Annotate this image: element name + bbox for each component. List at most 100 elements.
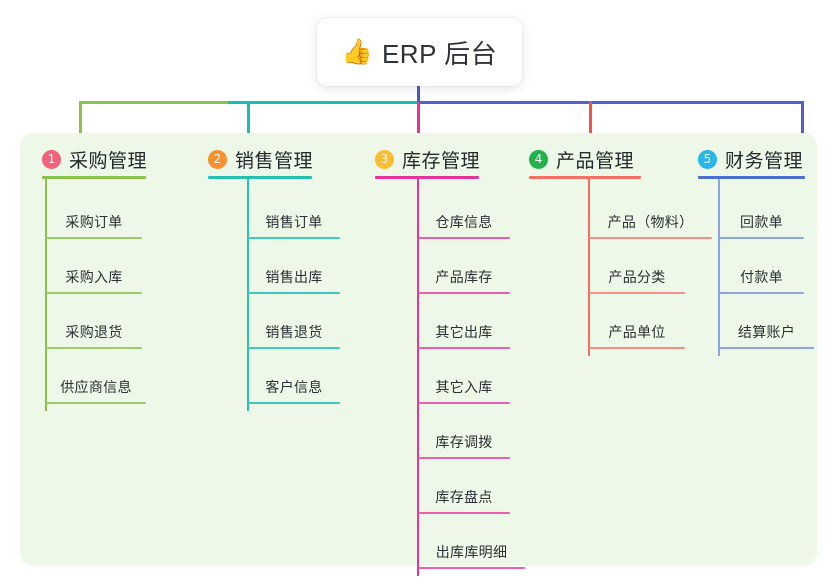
- branch-title-3: 库存管理: [402, 150, 481, 172]
- branch-badge-5: 5: [698, 149, 717, 169]
- branch-column-5: 5 财务管理 回款单 付款单 结算账户: [698, 142, 838, 356]
- leaf-rule: [46, 402, 146, 404]
- leaf-rule: [418, 457, 510, 459]
- leaf-item[interactable]: 采购退货: [46, 297, 142, 349]
- leaf-item[interactable]: 采购订单: [46, 187, 142, 239]
- branch-column-4: 4 产品管理 产品（物料） 产品分类 产品单位: [529, 142, 712, 356]
- branch-rule-3: [375, 176, 479, 179]
- branch-spine-5: [718, 179, 720, 356]
- leaf-item[interactable]: 其它出库: [418, 297, 510, 349]
- leaf-label: 其它入库: [435, 379, 493, 395]
- leaf-rule: [248, 402, 340, 404]
- leaf-item[interactable]: 客户信息: [248, 352, 340, 404]
- branch-rule-2: [208, 176, 312, 179]
- root-node[interactable]: 👍 ERP 后台: [317, 18, 522, 86]
- leaf-label: 产品（物料）: [607, 214, 694, 230]
- branch-badge-1: 1: [42, 149, 61, 169]
- branch-spine-2: [247, 179, 249, 411]
- branch-title-5: 财务管理: [725, 150, 804, 172]
- leaf-item[interactable]: 产品单位: [589, 297, 685, 349]
- leaf-item[interactable]: 付款单: [719, 242, 804, 294]
- drop-branch-1: [79, 101, 82, 145]
- bus-segment-indigo: [417, 101, 804, 104]
- thumbs-up-icon: 👍: [341, 37, 373, 66]
- leaf-item[interactable]: 产品分类: [589, 242, 685, 294]
- leaf-label: 产品库存: [435, 269, 493, 285]
- drop-branch-5: [801, 101, 804, 145]
- leaf-rule: [719, 347, 814, 349]
- leaf-item[interactable]: 产品（物料）: [589, 187, 712, 239]
- leaf-label: 回款单: [740, 214, 783, 230]
- bus-segment-green: [79, 101, 230, 104]
- leaf-rule: [248, 347, 340, 349]
- branch-header-3[interactable]: 3 库存管理: [375, 142, 535, 176]
- branch-column-1: 1 采购管理 采购订单 采购入库 采购退货 供应商信息: [42, 142, 187, 411]
- leaf-rule: [46, 292, 142, 294]
- root-title: ERP 后台: [381, 38, 498, 69]
- leaf-rule: [46, 237, 142, 239]
- branch-title-2: 销售管理: [235, 150, 314, 172]
- branch-header-1[interactable]: 1 采购管理: [42, 142, 187, 176]
- drop-branch-4: [589, 101, 592, 145]
- leaf-label: 客户信息: [265, 379, 323, 395]
- leaf-label: 库存调拨: [435, 434, 493, 450]
- leaf-rule: [589, 292, 685, 294]
- bus-segment-teal: [228, 101, 419, 104]
- branch-title-1: 采购管理: [69, 150, 148, 172]
- leaf-item[interactable]: 其它入库: [418, 352, 510, 404]
- branch-header-4[interactable]: 4 产品管理: [529, 142, 704, 176]
- leaf-label: 其它出库: [435, 324, 493, 340]
- leaf-item[interactable]: 销售订单: [248, 187, 340, 239]
- branch-rule-5: [698, 176, 805, 179]
- leaf-rule: [589, 347, 685, 349]
- leaf-label: 供应商信息: [60, 379, 132, 395]
- leaf-rule: [589, 237, 712, 239]
- leaf-label: 结算账户: [737, 324, 796, 340]
- leaf-label: 销售订单: [265, 214, 323, 230]
- leaf-rule: [418, 292, 510, 294]
- branch-title-4: 产品管理: [556, 150, 635, 172]
- branch-badge-3: 3: [375, 149, 394, 169]
- leaf-rule: [248, 292, 340, 294]
- leaf-item[interactable]: 库存调拨: [418, 407, 510, 459]
- leaf-label: 销售退货: [265, 324, 323, 340]
- branch-column-3: 3 库存管理 仓库信息 产品库存 其它出库 其它入库 库存调拨 库存盘点 出库库…: [375, 142, 535, 576]
- leaf-rule: [248, 237, 340, 239]
- leaf-item[interactable]: 销售退货: [248, 297, 340, 349]
- branch-spine-3: [417, 179, 419, 576]
- leaf-rule: [418, 347, 510, 349]
- leaf-label: 采购订单: [65, 214, 123, 230]
- trunk-vertical: [417, 86, 420, 104]
- leaf-item[interactable]: 采购入库: [46, 242, 142, 294]
- leaf-label: 付款单: [740, 269, 783, 285]
- leaf-label: 库存盘点: [435, 489, 493, 505]
- leaf-item[interactable]: 仓库信息: [418, 187, 510, 239]
- leaf-item[interactable]: 结算账户: [719, 297, 814, 349]
- leaf-label: 出库库明细: [435, 544, 508, 560]
- branch-header-2[interactable]: 2 销售管理: [208, 142, 353, 176]
- leaf-label: 产品单位: [608, 324, 666, 340]
- leaf-rule: [418, 237, 510, 239]
- leaf-label: 销售出库: [265, 269, 323, 285]
- leaf-item[interactable]: 销售出库: [248, 242, 340, 294]
- leaf-label: 产品分类: [608, 269, 666, 285]
- leaf-label: 采购入库: [65, 269, 123, 285]
- drop-branch-2: [247, 101, 250, 145]
- leaf-rule: [418, 402, 510, 404]
- branch-rule-1: [42, 176, 146, 179]
- leaf-item[interactable]: 出库库明细: [418, 517, 525, 569]
- leaf-rule: [719, 237, 804, 239]
- branch-spine-4: [588, 179, 590, 356]
- leaf-rule: [418, 512, 510, 514]
- drop-branch-3: [417, 101, 420, 145]
- leaf-rule: [418, 567, 525, 569]
- leaf-label: 仓库信息: [435, 214, 493, 230]
- branch-badge-2: 2: [208, 149, 227, 169]
- branch-header-5[interactable]: 5 财务管理: [698, 142, 838, 176]
- leaf-item[interactable]: 库存盘点: [418, 462, 510, 514]
- branch-column-2: 2 销售管理 销售订单 销售出库 销售退货 客户信息: [208, 142, 353, 411]
- leaf-item[interactable]: 回款单: [719, 187, 804, 239]
- leaf-item[interactable]: 产品库存: [418, 242, 510, 294]
- leaf-item[interactable]: 供应商信息: [46, 352, 146, 404]
- leaf-label: 采购退货: [65, 324, 123, 340]
